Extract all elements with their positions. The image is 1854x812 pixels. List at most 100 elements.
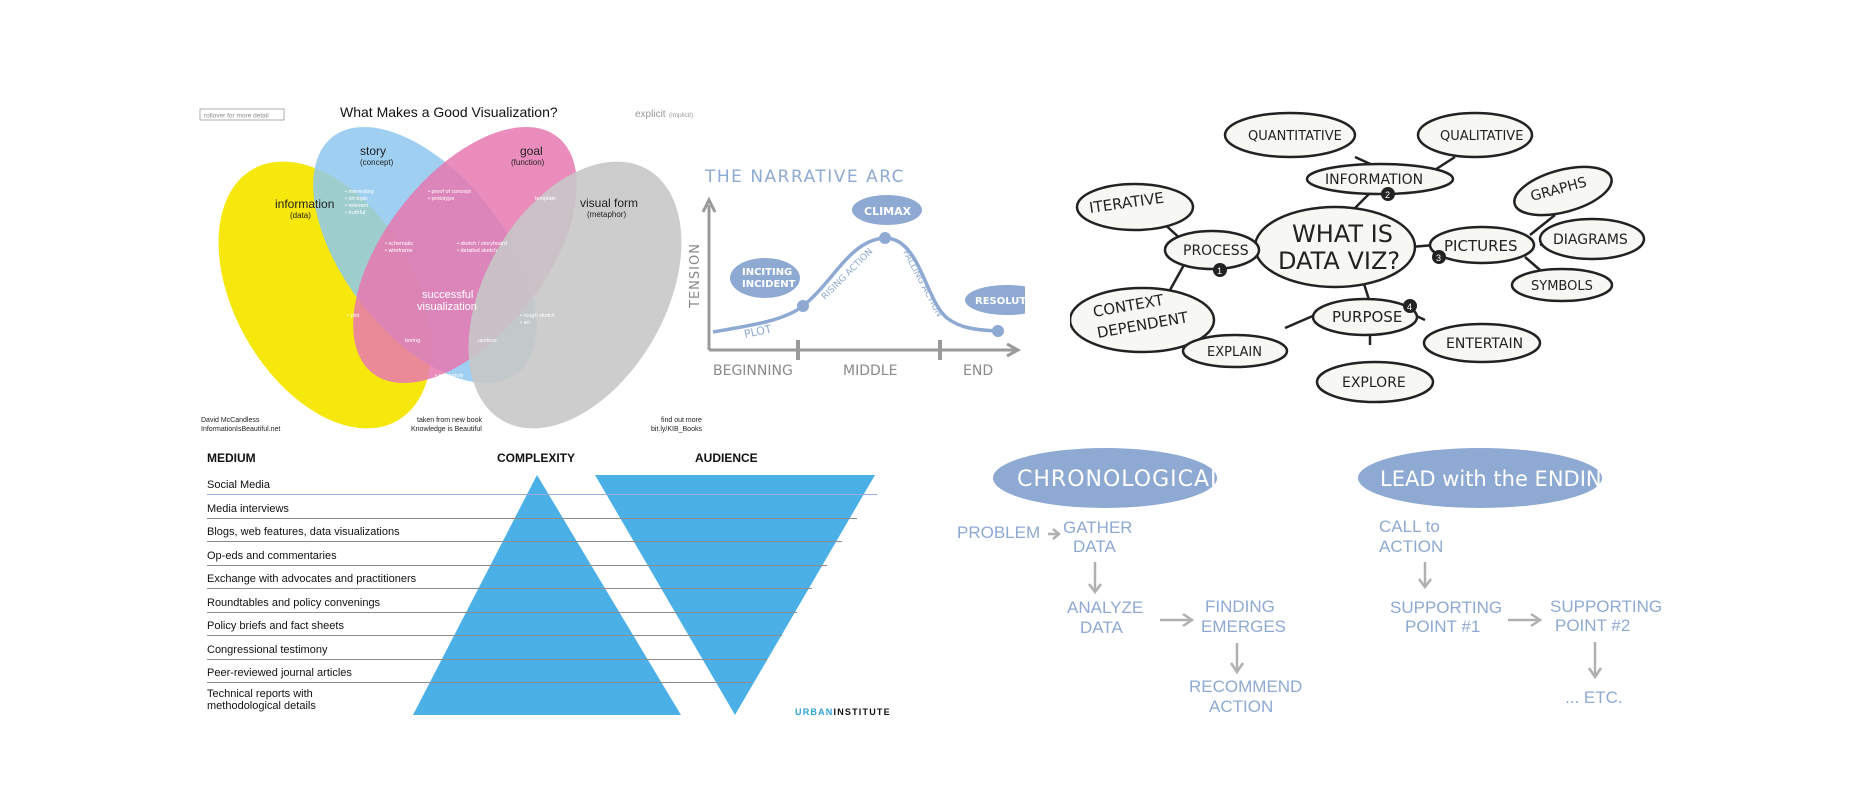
gather-text-2: DATA bbox=[1073, 537, 1116, 556]
lead-bubble bbox=[1358, 448, 1602, 508]
story-sub: (concept) bbox=[360, 158, 394, 167]
mindmap: WHAT IS DATA VIZ? QUANTITATIVE QUALITATI… bbox=[1068, 111, 1646, 404]
climax-text: CLIMAX bbox=[864, 205, 912, 218]
etc-text: ... ETC. bbox=[1565, 688, 1623, 707]
rollover-box[interactable] bbox=[199, 108, 285, 121]
tension-label: TENSION bbox=[688, 243, 703, 309]
tiny-goal-visual-bottom[interactable]: useless bbox=[478, 338, 497, 344]
resolution-point bbox=[992, 325, 1004, 337]
urban-row: Op-eds and commentaries bbox=[207, 542, 827, 566]
badge-purpose: 4 bbox=[1403, 299, 1417, 313]
tiny-info-story[interactable]: • interesting• on-topic• relevant• truth… bbox=[345, 189, 374, 216]
tiny-bottom[interactable]: • eye candy• eye-catching• pure data-viz bbox=[435, 373, 470, 393]
implicit-label[interactable]: (implicit) bbox=[669, 112, 693, 119]
complexity-header: COMPLEXITY bbox=[497, 451, 576, 465]
urban-row: Blogs, web features, data visualizations bbox=[207, 518, 842, 542]
entertain-text: ENTERTAIN bbox=[1446, 336, 1523, 352]
row-label: Media interviews bbox=[207, 503, 289, 515]
narrative-arc: THE NARRATIVE ARC TENSION BEGINNING MIDD… bbox=[688, 167, 1049, 379]
svg-text:3: 3 bbox=[1436, 253, 1441, 263]
visual-form-ellipse bbox=[468, 161, 682, 429]
tiny-info-story-goal[interactable]: • schematic• wireframe bbox=[385, 241, 413, 254]
urban-row: Exchange with advocates and practitioner… bbox=[207, 565, 812, 589]
medium-header: MEDIUM bbox=[207, 451, 256, 465]
story-flows-panel: CHRONOLOGICAL LEAD with the ENDING PROBL… bbox=[955, 440, 1675, 730]
gather-text-1: GATHER bbox=[1063, 518, 1133, 537]
finding-text-2: EMERGES bbox=[1201, 617, 1286, 636]
inciting-bubble bbox=[730, 258, 800, 298]
row-label: Technical reports with methodological de… bbox=[207, 688, 316, 712]
inciting-2: INCIDENT bbox=[742, 279, 796, 290]
urban-row: Roundtables and policy convenings bbox=[207, 589, 797, 613]
goal-sub: (function) bbox=[511, 158, 545, 167]
rollover-text[interactable]: rollover for more detail bbox=[204, 113, 269, 120]
information-node bbox=[1305, 162, 1455, 196]
tiny-story-goal[interactable]: • proof of concept• prototype bbox=[428, 189, 471, 202]
support1-text-1: SUPPORTING bbox=[1390, 598, 1502, 617]
audience-triangle bbox=[595, 475, 875, 715]
falling-label: FALLING ACTION bbox=[900, 249, 944, 319]
urban-row: Congressional testimony bbox=[207, 636, 767, 660]
x-label-middle: MIDDLE bbox=[843, 363, 897, 379]
graphs-node bbox=[1513, 165, 1613, 217]
urban-row: Technical reports with methodological de… bbox=[207, 681, 407, 715]
rising-label: RISING ACTION bbox=[820, 247, 875, 302]
qualitative-node bbox=[1416, 111, 1534, 159]
qualitative-text: QUALITATIVE bbox=[1440, 129, 1523, 144]
chronological-text: CHRONOLOGICAL bbox=[1017, 467, 1223, 492]
recommend-text-1: RECOMMEND bbox=[1189, 677, 1302, 696]
plot-label: PLOT bbox=[743, 322, 773, 341]
badge-information: 2 bbox=[1381, 187, 1395, 201]
urban-row: Social Media bbox=[207, 471, 877, 495]
support1-text-2: POINT #1 bbox=[1405, 617, 1480, 636]
problem-text: PROBLEM bbox=[957, 523, 1040, 542]
svg-text:4: 4 bbox=[1407, 302, 1412, 312]
inciting-1: INCITING bbox=[742, 267, 792, 278]
support2-text-1: SUPPORTING bbox=[1550, 597, 1662, 616]
pictures-text: PICTURES bbox=[1444, 237, 1518, 255]
climax-point bbox=[879, 232, 891, 244]
symbols-text: SYMBOLS bbox=[1531, 279, 1593, 294]
urban-row: Peer-reviewed journal articles bbox=[207, 659, 752, 683]
credit-book-2: Knowledge is Beautiful bbox=[411, 426, 482, 433]
diagrams-text: DIAGRAMS bbox=[1553, 232, 1628, 248]
information-sub: (data) bbox=[290, 211, 311, 220]
quantitative-node bbox=[1223, 111, 1357, 159]
row-label: Policy briefs and fact sheets bbox=[207, 620, 344, 632]
recommend-text-2: ACTION bbox=[1209, 697, 1273, 716]
tiny-info-goal[interactable]: boring bbox=[405, 338, 420, 344]
row-label: Blogs, web features, data visualizations bbox=[207, 526, 400, 538]
credit-book-1: taken from new book bbox=[417, 417, 482, 424]
tiny-goal-visual[interactable]: template bbox=[535, 196, 556, 202]
finding-text-1: FINDING bbox=[1205, 597, 1275, 616]
venn-diagram-panel: rollover for more detail What Makes a Go… bbox=[195, 95, 715, 440]
goal-ellipse bbox=[353, 126, 577, 384]
credit-more-1: find out more bbox=[661, 417, 702, 424]
quantitative-text: QUANTITATIVE bbox=[1248, 129, 1342, 144]
row-label: Exchange with advocates and practitioner… bbox=[207, 573, 417, 585]
support2-text-2: POINT #2 bbox=[1555, 616, 1630, 635]
tiny-visual-only[interactable]: • rough sketch• art bbox=[520, 313, 555, 326]
entertain-node bbox=[1422, 322, 1542, 364]
venn-title: What Makes a Good Visualization? bbox=[340, 104, 558, 120]
credit-site: InformationIsBeautiful.net bbox=[201, 426, 280, 433]
row-label: Op-eds and commentaries bbox=[207, 550, 337, 562]
tiny-info-only[interactable]: • plot bbox=[347, 313, 360, 319]
center-label-2: visualization bbox=[417, 301, 477, 313]
badge-process: 1 bbox=[1213, 263, 1227, 277]
complexity-triangle bbox=[413, 475, 681, 715]
urban-row: Policy briefs and fact sheets bbox=[207, 612, 782, 636]
tiny-story-goal-visual[interactable]: • sketch / storyboard• detailed sketch bbox=[457, 241, 507, 254]
venn-diagram: rollover for more detail What Makes a Go… bbox=[199, 104, 702, 433]
urban-panel: MEDIUM COMPLEXITY AUDIENCE Social Media … bbox=[205, 445, 915, 720]
information-text: INFORMATION bbox=[1325, 172, 1423, 188]
explicit-label[interactable]: explicit bbox=[635, 109, 666, 120]
explore-text: EXPLORE bbox=[1342, 375, 1406, 391]
mindmap-panel: WHAT IS DATA VIZ? QUANTITATIVE QUALITATI… bbox=[1068, 95, 1650, 415]
call-text-1: CALL to bbox=[1379, 517, 1440, 536]
flow-arrows bbox=[1048, 528, 1603, 680]
resolution-text: RESOLUTION bbox=[975, 296, 1025, 307]
x-axis-arrow bbox=[1006, 342, 1022, 358]
y-axis-arrow bbox=[701, 196, 717, 213]
chronological-bubble bbox=[993, 448, 1217, 508]
